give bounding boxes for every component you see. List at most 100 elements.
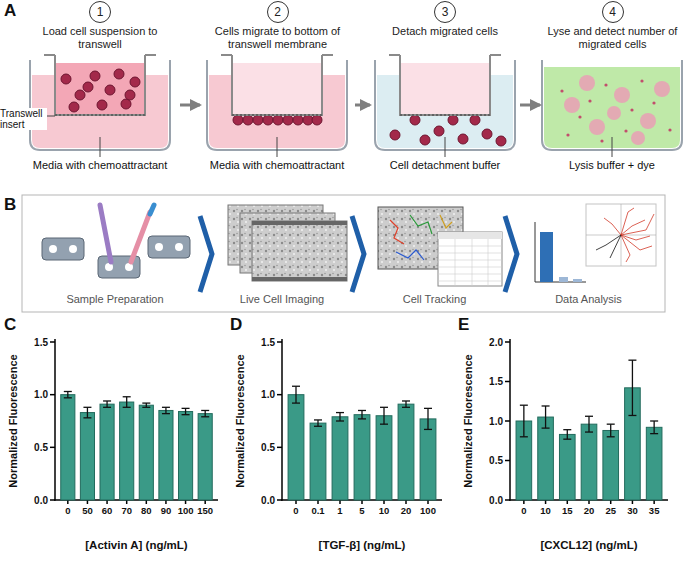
error-bar — [142, 402, 150, 403]
bar — [288, 395, 304, 500]
bar — [398, 404, 414, 500]
stage-label: Data Analysis — [517, 293, 660, 306]
error-bar — [123, 396, 131, 397]
leader-line — [47, 116, 612, 157]
error-bar — [336, 412, 344, 413]
transwell-well — [375, 55, 515, 150]
error-bar — [628, 360, 636, 361]
cell — [312, 115, 322, 125]
analysis-illustration — [621, 235, 630, 262]
transwell-well — [400, 114, 490, 116]
y-axis — [54, 339, 56, 501]
bar-chart — [50, 339, 218, 504]
tracking-illustration — [438, 246, 502, 247]
error-bar — [185, 408, 186, 414]
cell — [75, 90, 85, 100]
error-bar — [383, 407, 384, 424]
sample-prep-illustration — [150, 205, 154, 214]
tick-label: 2.0 — [472, 336, 503, 349]
tick-mark — [588, 500, 590, 504]
step-number-circle: 3 — [434, 1, 456, 23]
part-label: Media with chemoattractant — [192, 158, 362, 172]
tick-mark — [505, 499, 510, 501]
tick-mark — [339, 500, 341, 504]
tick-mark — [67, 500, 69, 504]
tick-label: 90 — [150, 505, 182, 517]
bar — [538, 417, 554, 500]
tick-mark — [277, 499, 282, 501]
tick-mark — [545, 500, 547, 504]
tick-label: 0 — [52, 505, 84, 517]
analysis-illustration — [621, 208, 634, 235]
cell — [114, 69, 124, 79]
error-bar — [520, 405, 528, 406]
cell — [273, 115, 283, 125]
step-number-circle: 1 — [89, 1, 111, 23]
tracking-illustration — [390, 220, 404, 244]
analysis-illustration — [596, 235, 621, 258]
error-bar — [585, 431, 593, 432]
sample-prep-illustration — [155, 243, 163, 251]
tracking-illustration — [472, 239, 473, 286]
transwell-well — [30, 55, 170, 150]
bar-chart — [505, 339, 668, 504]
bar — [159, 410, 173, 500]
tick-label: 60 — [91, 505, 123, 517]
leader-line — [612, 137, 613, 157]
tick-mark — [50, 394, 55, 396]
tracking-illustration — [438, 267, 502, 268]
tick-label: 0.1 — [302, 505, 334, 517]
dye-dot — [560, 79, 671, 142]
cell — [496, 136, 506, 146]
sample-prep-illustration — [42, 238, 84, 260]
panel-letter: A — [4, 0, 24, 21]
imaging-frames — [252, 277, 347, 281]
cell — [61, 69, 140, 112]
transwell-well — [30, 60, 170, 150]
analysis-illustration — [604, 208, 654, 262]
cell — [90, 71, 100, 81]
tick-mark — [185, 500, 187, 504]
error-bar — [628, 415, 636, 416]
tracking-illustration — [438, 260, 502, 261]
bar — [559, 434, 575, 500]
cell — [420, 135, 430, 145]
error-bar — [358, 418, 366, 419]
axis-title: [CXCL12] (ng/mL) — [499, 538, 679, 552]
bar — [332, 417, 348, 500]
transwell-well — [207, 55, 347, 150]
error-bar — [402, 400, 410, 401]
lysed-cell — [614, 87, 630, 103]
tick-label: 1.5 — [17, 336, 48, 349]
step-number-circle: 2 — [267, 1, 289, 23]
error-bar — [424, 429, 432, 430]
tick-mark — [50, 341, 55, 343]
dye-dot — [600, 139, 603, 142]
dye-dot — [560, 89, 563, 92]
bar — [310, 423, 326, 500]
lysis-well — [542, 60, 682, 150]
tracking-illustration — [410, 215, 432, 234]
tick-label: 15 — [551, 505, 583, 517]
bar-chart — [277, 339, 442, 504]
transwell-well — [375, 60, 515, 150]
part-label: Media with chemoattractant — [15, 158, 185, 172]
step-number: 4 — [603, 2, 623, 22]
error-bar — [588, 416, 589, 432]
error-bar — [87, 407, 88, 418]
tick-label: 1 — [324, 505, 356, 517]
dye-dot — [668, 128, 671, 131]
cell — [243, 115, 253, 125]
tick-mark — [505, 381, 510, 383]
sample-prep-illustration — [49, 245, 57, 253]
chevron-arrow — [200, 216, 212, 292]
error-bar — [83, 417, 91, 418]
step-caption: Detach migrated cells — [370, 25, 520, 38]
tick-mark — [277, 341, 282, 343]
tick-label: 10 — [530, 505, 562, 517]
leader-line — [277, 137, 278, 157]
error-bar — [427, 408, 428, 429]
part-label: Transwell insert — [0, 108, 47, 130]
tick-mark — [126, 500, 128, 504]
panel-letter: D — [230, 314, 250, 335]
